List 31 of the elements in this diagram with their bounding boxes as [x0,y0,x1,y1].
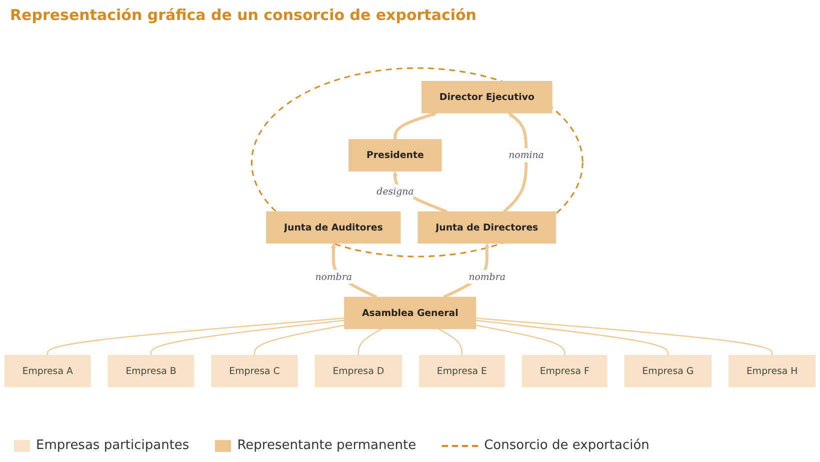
node-box: Empresa D [314,354,402,388]
edge-label: nombra [315,270,352,282]
node-box: Empresa G [624,354,712,388]
node-box: Junta de Directores [418,211,556,244]
arrow [503,112,528,213]
connector [358,328,382,356]
connector [47,318,344,356]
diagram-title: Representación gráfica de un consorcio de exportación [10,6,476,24]
connector [254,324,345,356]
connector [476,320,669,356]
node-box: Empresa H [728,354,816,388]
node-box: Junta de Auditores [266,211,401,244]
node-box: Director Ejecutivo [422,80,552,114]
arrow [394,112,438,140]
connector [150,320,344,356]
connector [476,324,566,356]
legend-label: Empresas participantes [36,438,190,453]
legend-label: Consorcio de exportación [484,438,650,453]
node-box: Empresa B [108,354,194,388]
edge-label: designa [376,186,414,197]
edge-label: nombra [468,270,506,282]
node-box: Presidente [348,139,442,172]
node-box: Empresa C [211,354,298,388]
edge-label: nomina [508,149,544,161]
node-box: Empresa F [522,354,608,388]
connector [438,328,463,356]
node-box: Empresa A [4,354,91,388]
node-box: Empresa E [419,354,505,388]
node-box: Asamblea General [344,296,476,330]
legend-label: Representante permanente [237,438,416,453]
connector [476,318,773,356]
